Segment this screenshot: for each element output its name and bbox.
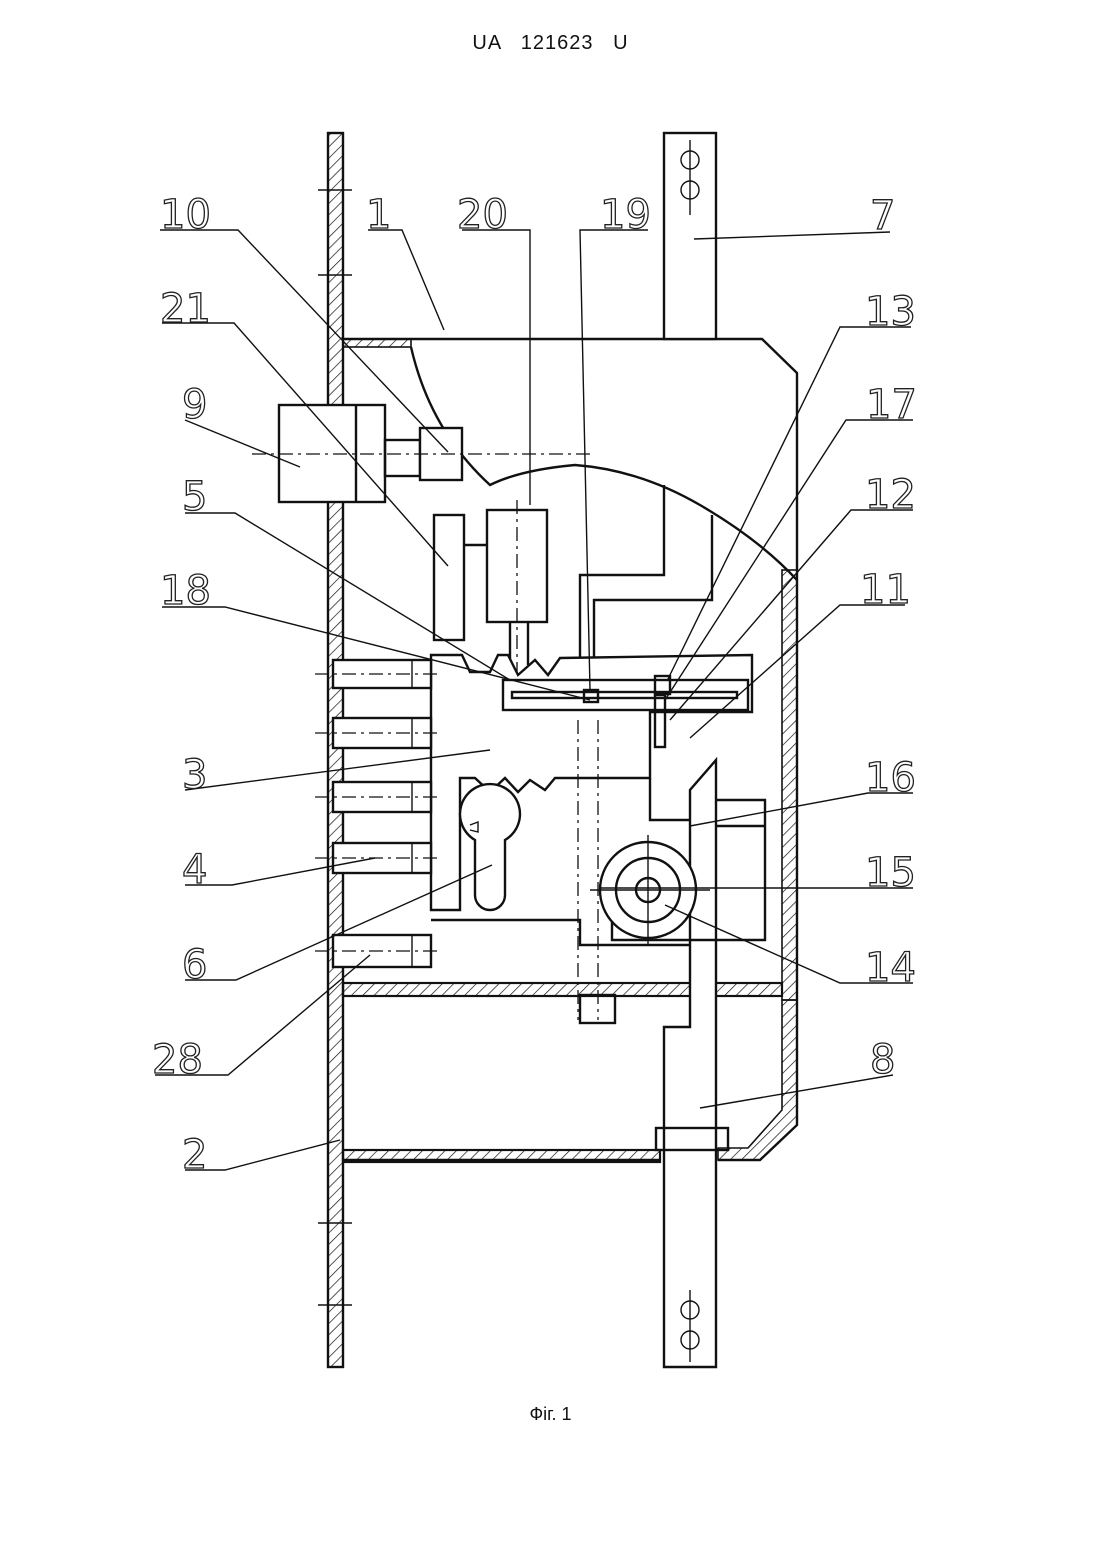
label-9: 9 xyxy=(182,382,207,428)
label-14: 14 xyxy=(865,945,916,991)
motor-unit xyxy=(252,405,590,502)
label-16: 16 xyxy=(865,755,916,801)
label-1: 1 xyxy=(366,192,391,238)
label-2: 2 xyxy=(182,1132,207,1178)
label-4: 4 xyxy=(182,847,207,893)
keyhole xyxy=(460,784,520,910)
roller xyxy=(590,800,765,945)
label-19: 19 xyxy=(600,192,651,238)
label-8: 8 xyxy=(870,1037,895,1083)
label-10: 10 xyxy=(160,192,211,238)
figure-caption: Фіг. 1 xyxy=(0,1404,1101,1425)
upper-rod xyxy=(664,133,716,339)
label-15: 15 xyxy=(865,850,916,896)
label-20: 20 xyxy=(457,192,508,238)
label-17: 17 xyxy=(866,382,917,428)
label-11: 11 xyxy=(860,567,911,613)
face-plate xyxy=(318,133,352,1367)
label-21: 21 xyxy=(160,286,211,332)
label-18: 18 xyxy=(160,568,211,614)
wiring xyxy=(580,485,712,675)
label-12: 12 xyxy=(865,472,916,518)
label-5: 5 xyxy=(182,474,207,520)
label-28: 28 xyxy=(152,1037,203,1083)
label-7: 7 xyxy=(870,193,895,239)
label-3: 3 xyxy=(182,752,207,798)
label-13: 13 xyxy=(865,289,916,335)
label-6: 6 xyxy=(182,942,207,988)
